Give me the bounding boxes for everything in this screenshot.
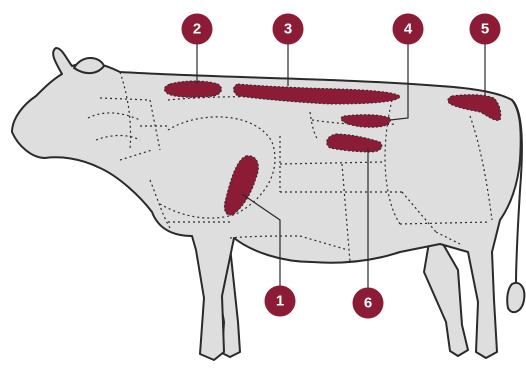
marker-label: 1 (276, 293, 284, 310)
cut-2[interactable] (164, 81, 221, 97)
marker-label: 5 (481, 21, 489, 38)
marker-label: 2 (193, 21, 201, 38)
ear (74, 58, 104, 73)
marker-4[interactable]: 4 (393, 14, 424, 45)
tail-tuft (507, 283, 524, 312)
marker-5[interactable]: 5 (470, 14, 501, 45)
marker-label: 3 (284, 21, 292, 38)
marker-1[interactable]: 1 (265, 286, 296, 317)
marker-label: 6 (364, 295, 372, 312)
marker-label: 4 (404, 21, 413, 38)
marker-2[interactable]: 2 (182, 14, 213, 45)
marker-6[interactable]: 6 (353, 288, 384, 319)
marker-3[interactable]: 3 (273, 14, 304, 45)
